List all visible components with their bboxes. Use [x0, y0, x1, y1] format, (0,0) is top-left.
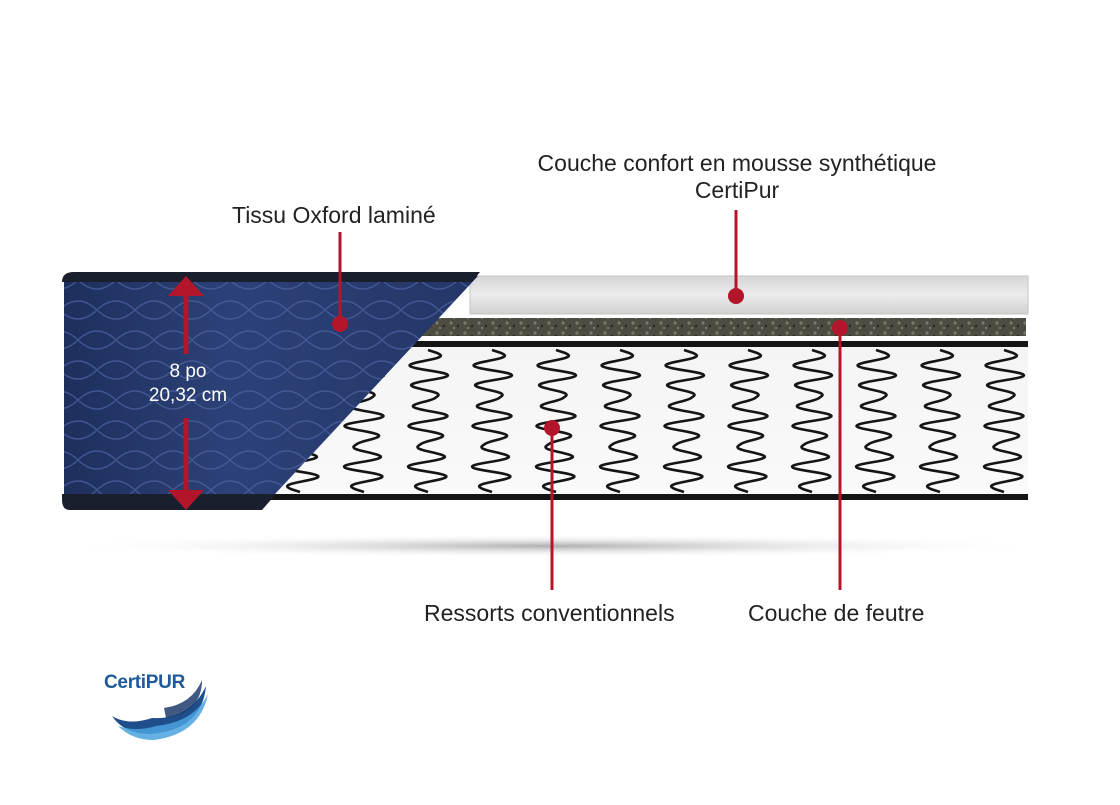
- spring-chamber: [262, 342, 1028, 500]
- spring-coil: [918, 348, 962, 494]
- callout-tissu: [332, 232, 348, 332]
- height-dimension-label: 8 po 20,32 cm: [118, 360, 258, 408]
- quilt-stitch-row: [64, 276, 478, 290]
- spring-coil: [854, 348, 898, 494]
- label-feutre: Couche de feutre: [748, 600, 925, 626]
- label-couche-confort: Couche confort en mousse synthétique Cer…: [519, 150, 955, 204]
- spring-coil: [982, 348, 1026, 494]
- label-couche-confort-line2: CertiPur: [694, 177, 780, 203]
- height-cm: 20,32 cm: [148, 385, 228, 406]
- spring-coil: [534, 348, 578, 494]
- felt-layer: [416, 318, 1026, 336]
- label-couche-confort-line1: Couche confort en mousse synthétique: [537, 150, 937, 176]
- spring-coil: [406, 348, 450, 494]
- spring-coil: [470, 348, 514, 494]
- callout-ressorts: [544, 420, 560, 590]
- certipur-logo-icon: [108, 644, 208, 744]
- certipur-logo-text: CertiPUR: [104, 672, 186, 693]
- callout-couche-confort: [728, 210, 744, 304]
- spring-coil: [790, 348, 834, 494]
- label-tissu-oxford: Tissu Oxford laminé: [232, 202, 436, 228]
- fabric-panel: [62, 272, 480, 510]
- height-arrow: [168, 276, 204, 510]
- height-inches: 8 po: [169, 361, 207, 382]
- foam-layer: [469, 275, 1029, 315]
- spring-coil: [598, 348, 642, 494]
- callout-feutre: [832, 320, 848, 590]
- spring-coil: [726, 348, 770, 494]
- spring-coil: [662, 348, 706, 494]
- label-ressorts: Ressorts conventionnels: [424, 600, 675, 626]
